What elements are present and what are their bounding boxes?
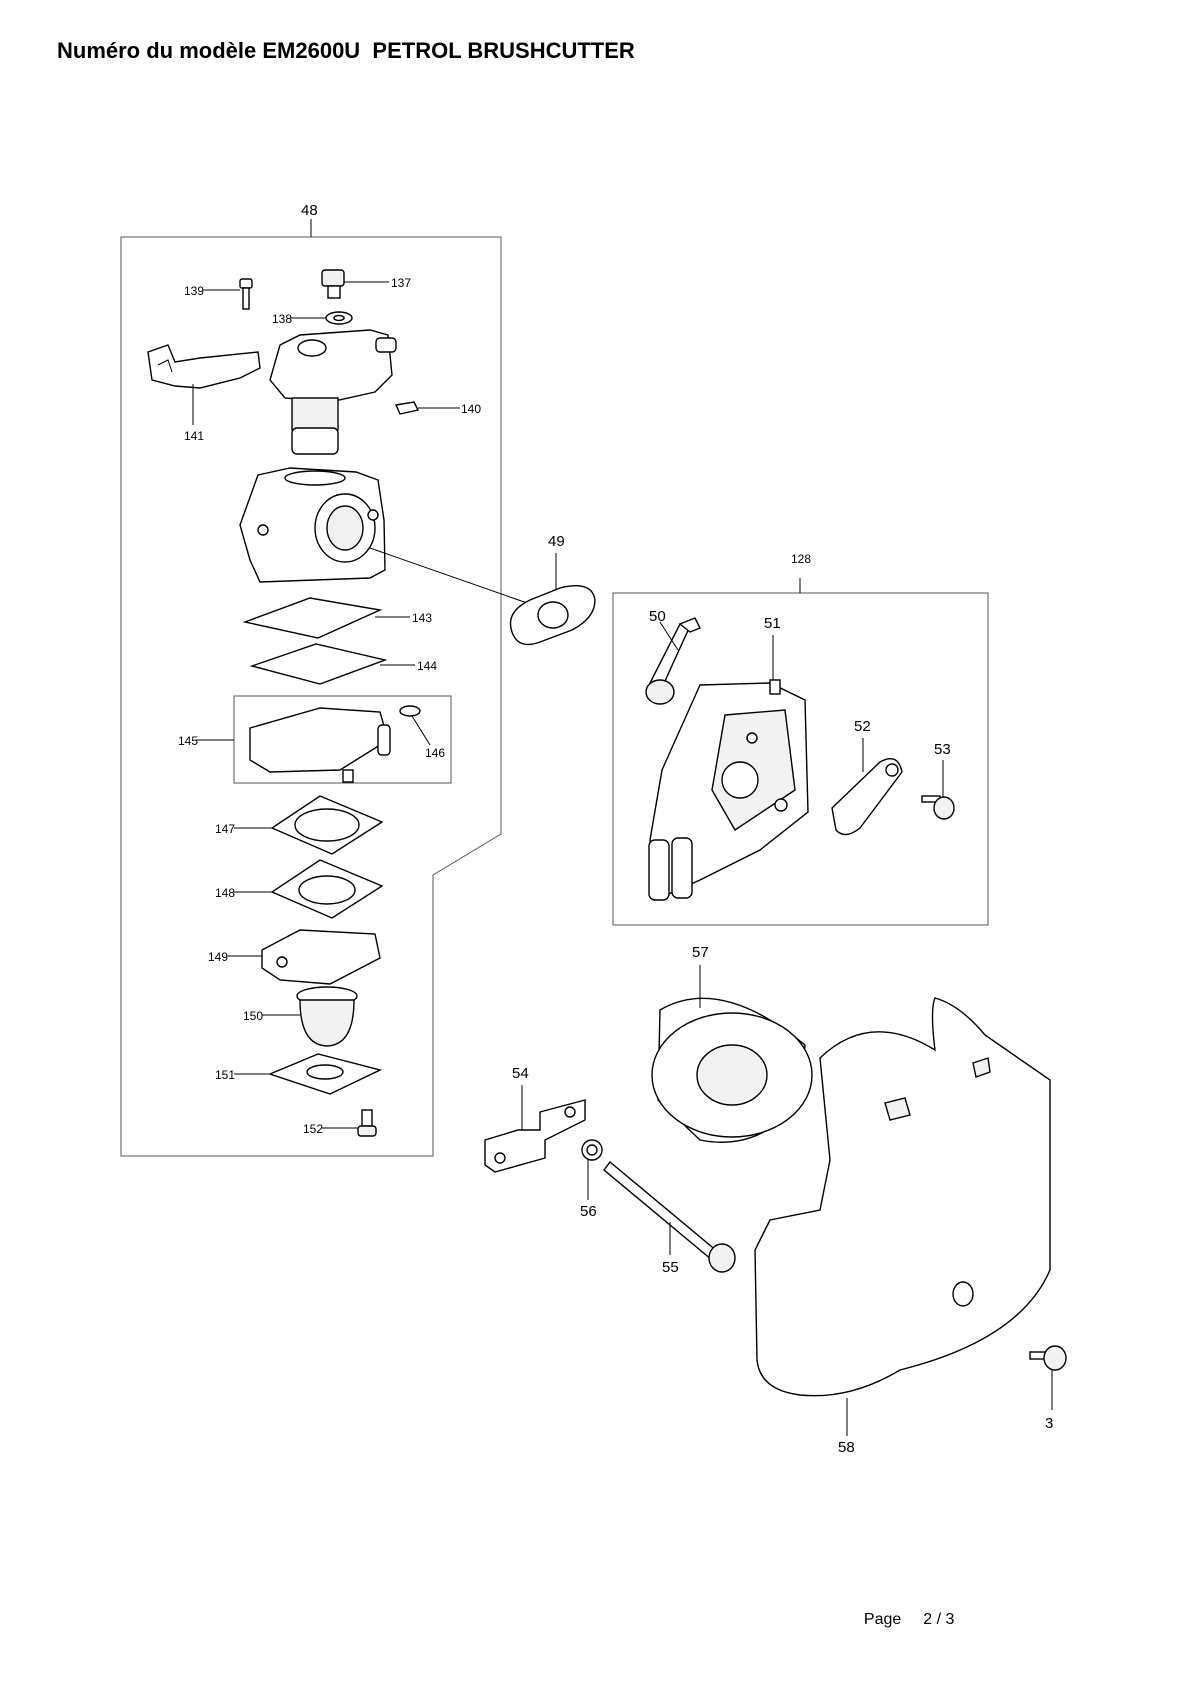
bolt-55	[603, 1160, 736, 1273]
label-139: 139	[184, 284, 204, 298]
assembly-48-frame	[120, 236, 502, 1157]
label-57: 57	[692, 944, 709, 961]
washer-138	[290, 311, 353, 325]
screw-152	[322, 1109, 377, 1137]
lever-50	[645, 617, 701, 705]
screw-53	[921, 760, 955, 820]
label-52: 52	[854, 718, 871, 735]
lever-52	[831, 738, 903, 836]
air-cleaner-cover-58	[754, 997, 1051, 1436]
label-50: 50	[649, 608, 666, 625]
carburetor-body	[239, 467, 531, 605]
label-54: 54	[512, 1065, 529, 1082]
label-148: 148	[215, 886, 235, 900]
label-53: 53	[934, 741, 951, 758]
label-128: 128	[791, 552, 811, 566]
label-145: 145	[178, 734, 198, 748]
label-149: 149	[208, 950, 228, 964]
gasket-143	[242, 597, 410, 639]
bracket-54	[484, 1085, 586, 1173]
label-151: 151	[215, 1068, 235, 1082]
label-3: 3	[1045, 1415, 1053, 1432]
label-146: 146	[425, 746, 445, 760]
air-cleaner-case-51	[648, 635, 809, 902]
label-58: 58	[838, 1439, 855, 1456]
base-plate-151	[234, 1053, 383, 1095]
label-147: 147	[215, 822, 235, 836]
diaphragm-148	[234, 859, 384, 919]
label-51: 51	[764, 615, 781, 632]
clip-140	[394, 401, 460, 415]
cover-149	[228, 929, 381, 985]
label-49: 49	[548, 533, 565, 550]
label-138: 138	[272, 312, 292, 326]
label-143: 143	[412, 611, 432, 625]
label-48: 48	[301, 202, 318, 219]
label-140: 140	[461, 402, 481, 416]
foam-filter-57	[651, 965, 813, 1143]
label-141: 141	[184, 429, 204, 443]
washer-56	[581, 1139, 603, 1200]
gasket-147	[234, 795, 384, 855]
throttle-assembly	[269, 329, 397, 455]
washer-146	[399, 705, 431, 746]
primer-bulb-150	[262, 986, 358, 1047]
plate-144	[249, 643, 415, 685]
pump-body-145	[249, 707, 391, 783]
label-150: 150	[243, 1009, 263, 1023]
lever-141	[147, 344, 261, 425]
label-152: 152	[303, 1122, 323, 1136]
label-144: 144	[417, 659, 437, 673]
page-number: 2 / 3	[923, 1611, 955, 1628]
label-137: 137	[391, 276, 411, 290]
screw-139	[204, 278, 253, 310]
gasket-49	[509, 585, 596, 646]
screw-3	[1029, 1345, 1067, 1410]
page-footer: Page 2 / 3	[855, 1593, 955, 1629]
page-title: Numéro du modèle EM2600U PETROL BRUSHCUT…	[57, 38, 635, 63]
label-56: 56	[580, 1203, 597, 1220]
label-55: 55	[662, 1259, 679, 1276]
cap-137	[321, 269, 389, 299]
page-word: Page	[863, 1611, 902, 1628]
